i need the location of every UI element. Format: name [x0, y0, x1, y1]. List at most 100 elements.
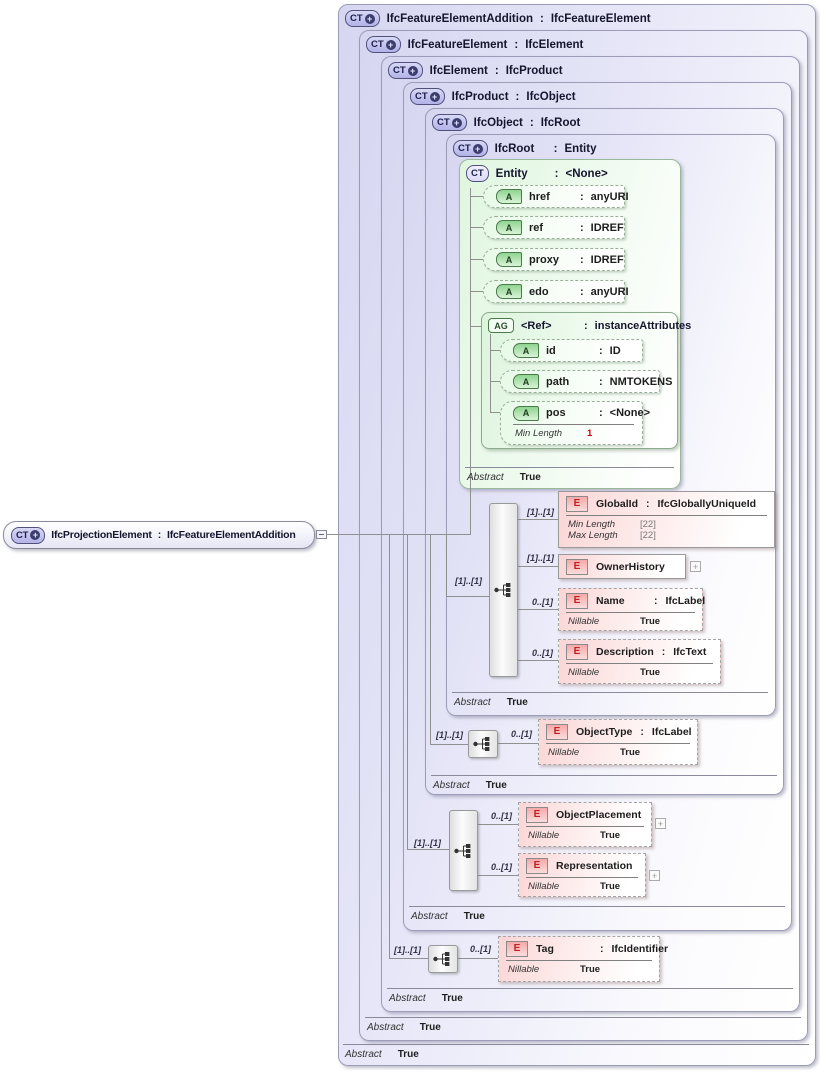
type-name: IfcFeatureElement	[407, 38, 508, 51]
cardinality-label: [1]..[1]	[414, 838, 441, 848]
cardinality-label: [1]..[1]	[455, 576, 482, 586]
connector-line	[470, 227, 483, 228]
connector-line	[470, 196, 483, 197]
type-name: IfcProduct	[451, 90, 509, 103]
attribute-pos[interactable]: A pos:<None> Min Length 1	[500, 401, 650, 445]
cardinality-label: [1]..[1]	[394, 945, 421, 955]
sequence-compositor[interactable]	[489, 503, 518, 677]
connector-line	[458, 958, 498, 959]
attribute-proxy[interactable]: A proxy:IDREF	[483, 248, 625, 271]
attribute-icon: A	[496, 252, 522, 267]
base-type: <None>	[565, 167, 608, 180]
sequence-icon	[473, 737, 490, 751]
ifcelement-spine	[389, 535, 390, 959]
base-type: IfcObject	[526, 90, 576, 103]
element-icon: E	[546, 723, 568, 740]
sequence-icon	[453, 843, 470, 858]
element-icon: E	[526, 857, 548, 874]
complex-type-icon: CT+	[410, 88, 445, 105]
attribute-icon: A	[496, 284, 522, 299]
complex-type-icon: CT+	[11, 526, 46, 544]
connector-line	[470, 291, 483, 292]
attribute-edo[interactable]: A edo:anyURI	[483, 280, 629, 303]
attribute-icon: A	[513, 343, 539, 358]
type-name: IfcElement	[429, 64, 488, 77]
facet-min-length: Min Length[22]	[568, 519, 656, 530]
connector-line	[470, 259, 483, 260]
header-ifcfeatureelement[interactable]: CT+ IfcFeatureElement:IfcElement	[366, 36, 583, 53]
derive-plus-icon: +	[429, 91, 440, 102]
expand-plus-icon[interactable]: +	[690, 561, 701, 572]
base-type: IfcProduct	[505, 64, 563, 77]
root-base-type: IfcFeatureElementAddition	[167, 529, 296, 541]
cardinality-label: 0..[1]	[532, 597, 554, 607]
header-ifcproduct[interactable]: CT+ IfcProduct:IfcObject	[410, 88, 576, 105]
derive-plus-icon: +	[385, 39, 396, 50]
header-entity[interactable]: CT Entity:<None>	[466, 165, 608, 182]
attribute-icon: A	[513, 405, 539, 421]
attribute-ref[interactable]: A ref:IDREF	[483, 216, 625, 239]
attribute-href[interactable]: A href:anyURI	[483, 185, 629, 208]
attribute-icon: A	[496, 220, 522, 235]
element-globalid[interactable]: E GlobalId:IfcGloballyUniqueId Min Lengt…	[558, 491, 775, 548]
element-icon: E	[566, 643, 588, 660]
expand-plus-icon[interactable]: +	[649, 870, 660, 881]
connector-line	[389, 958, 428, 959]
element-icon: E	[566, 495, 588, 512]
collapse-handle-icon[interactable]	[316, 530, 327, 539]
connector-line	[490, 350, 500, 351]
sequence-icon	[493, 583, 510, 597]
header-ifcfeatureelementaddition[interactable]: CT+ IfcFeatureElementAddition:IfcFeature…	[345, 10, 651, 27]
connector-line	[327, 534, 470, 535]
connector-line	[478, 824, 518, 825]
attribute-path[interactable]: A path:NMTOKENS	[500, 370, 672, 393]
connector-line	[478, 875, 518, 876]
connector-line	[518, 566, 558, 567]
derive-plus-icon: +	[30, 530, 41, 540]
base-type: IfcFeatureElement	[550, 12, 651, 25]
root-element-ifcprojectionelement[interactable]: CT+ IfcProjectionElement:IfcFeatureEleme…	[3, 521, 315, 549]
connector-line	[498, 743, 538, 744]
base-type: IfcElement	[525, 38, 584, 51]
element-ownerhistory[interactable]: E OwnerHistory	[558, 554, 686, 579]
cardinality-label: 0..[1]	[491, 811, 513, 821]
header-ifcroot[interactable]: CT+ IfcRoot:Entity	[453, 140, 596, 157]
header-ifcelement[interactable]: CT+ IfcElement:IfcProduct	[388, 62, 563, 79]
sequence-compositor[interactable]	[468, 730, 498, 758]
type-name: IfcRoot	[494, 142, 535, 155]
header-ifcobject[interactable]: CT+ IfcObject:IfcRoot	[432, 114, 580, 131]
sequence-compositor[interactable]	[428, 945, 458, 973]
base-type: Entity	[564, 142, 597, 155]
sequence-compositor[interactable]	[449, 810, 478, 891]
attribute-group-header: AG <Ref>:instanceAttributes	[488, 318, 691, 333]
derive-plus-icon: +	[451, 117, 462, 128]
attribute-id[interactable]: A id:ID	[500, 339, 643, 362]
attribute-group-icon: AG	[488, 318, 514, 333]
ifcroot-spine	[446, 535, 447, 597]
type-name: IfcObject	[473, 116, 523, 129]
expand-plus-icon[interactable]: +	[655, 818, 666, 829]
ifcobject-spine	[430, 535, 431, 745]
cardinality-label: 0..[1]	[511, 729, 533, 739]
derive-plus-icon: +	[472, 143, 483, 154]
type-name: Entity	[495, 167, 528, 180]
connector-line	[518, 660, 558, 661]
connector-line	[490, 381, 500, 382]
